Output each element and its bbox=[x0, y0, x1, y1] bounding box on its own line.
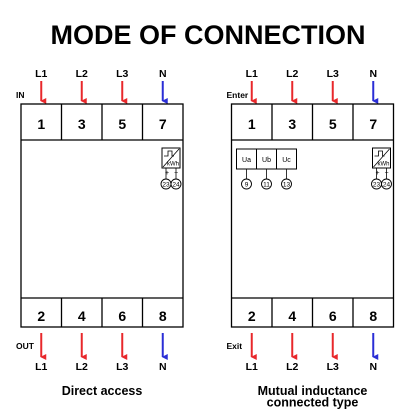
bottom-terminal-number: 6 bbox=[118, 308, 126, 324]
top-terminal-number: 1 bbox=[248, 116, 256, 132]
mutual-inductance-panel: EnterExitL1L2L3N13572468L1L2L3NkWh+−2324… bbox=[227, 68, 395, 410]
top-terminal-number: 7 bbox=[159, 116, 167, 132]
top-line-label: L1 bbox=[246, 68, 258, 80]
top-terminal-number: 5 bbox=[329, 116, 337, 132]
voltage-input-label: Ub bbox=[262, 157, 271, 164]
voltage-input-block: Ua 9 Ub 11 Uc 13 bbox=[236, 148, 297, 190]
voltage-pin-circle bbox=[261, 178, 272, 190]
bottom-line-label: N bbox=[369, 361, 377, 373]
voltage-pin-number: 13 bbox=[283, 182, 291, 189]
pulse-pin-number: 23 bbox=[373, 182, 381, 189]
pulse-diagonal bbox=[373, 148, 390, 168]
page-title: MODE OF CONNECTION bbox=[51, 20, 366, 50]
bottom-line-label: L3 bbox=[116, 361, 128, 373]
top-terminal-number: 3 bbox=[78, 116, 86, 132]
input-label: IN bbox=[16, 90, 25, 100]
bottom-line-label: L1 bbox=[35, 361, 47, 373]
bottom-line-label: L2 bbox=[76, 361, 88, 373]
top-terminal-number: 3 bbox=[288, 116, 296, 132]
bottom-line-label: L3 bbox=[327, 361, 339, 373]
bottom-terminal-number: 8 bbox=[369, 308, 377, 324]
top-line-label: N bbox=[159, 68, 167, 80]
voltage-pin-circle bbox=[281, 178, 292, 190]
pulse-unit-label: kWh bbox=[167, 162, 179, 168]
pulse-diagonal bbox=[162, 148, 180, 168]
top-line-label: L1 bbox=[35, 68, 47, 80]
output-label: Exit bbox=[227, 341, 243, 351]
bottom-terminal-number: 4 bbox=[78, 308, 86, 324]
pulse-pin-circle bbox=[170, 178, 182, 190]
voltage-pin-number: 9 bbox=[245, 182, 249, 189]
pulse-pin-circle bbox=[381, 178, 392, 190]
pulse-pin-number: 24 bbox=[383, 182, 391, 189]
voltage-input-label: Uc bbox=[282, 157, 291, 164]
pulse-pin-number: 23 bbox=[162, 182, 170, 189]
pulse-plus-sign: + bbox=[376, 170, 380, 177]
voltage-input-label: Ua bbox=[242, 157, 251, 164]
pulse-pin-number: 24 bbox=[172, 182, 180, 189]
bottom-line-label: L2 bbox=[286, 361, 298, 373]
bottom-line-label: N bbox=[159, 361, 167, 373]
top-line-label: L2 bbox=[76, 68, 88, 80]
top-line-label: L2 bbox=[286, 68, 298, 80]
panel-caption: Direct access bbox=[62, 384, 143, 398]
bottom-terminal-number: 8 bbox=[159, 308, 167, 324]
output-label: OUT bbox=[16, 341, 35, 351]
panel-caption: Mutual inductance bbox=[258, 384, 368, 398]
bottom-terminal-number: 4 bbox=[288, 308, 296, 324]
voltage-pin-number: 11 bbox=[263, 182, 270, 189]
bottom-terminal-number: 2 bbox=[37, 308, 45, 324]
pulse-plus-sign: + bbox=[165, 170, 169, 177]
direct-access-panel: INOUTL1L2L3N13572468L1L2L3NkWh+−2324Dire… bbox=[16, 68, 184, 398]
top-line-label: L3 bbox=[327, 68, 339, 80]
top-terminal-number: 1 bbox=[37, 116, 45, 132]
panel-caption: connected type bbox=[267, 396, 359, 410]
top-terminal-number: 5 bbox=[118, 116, 126, 132]
bottom-terminal-number: 6 bbox=[329, 308, 337, 324]
top-line-label: N bbox=[369, 68, 377, 80]
bottom-line-label: L1 bbox=[246, 361, 258, 373]
bottom-terminal-number: 2 bbox=[248, 308, 256, 324]
top-line-label: L3 bbox=[116, 68, 128, 80]
top-terminal-number: 7 bbox=[369, 116, 377, 132]
pulse-unit-label: kWh bbox=[378, 162, 390, 168]
voltage-pin-circle bbox=[241, 178, 252, 190]
input-label: Enter bbox=[227, 90, 249, 100]
